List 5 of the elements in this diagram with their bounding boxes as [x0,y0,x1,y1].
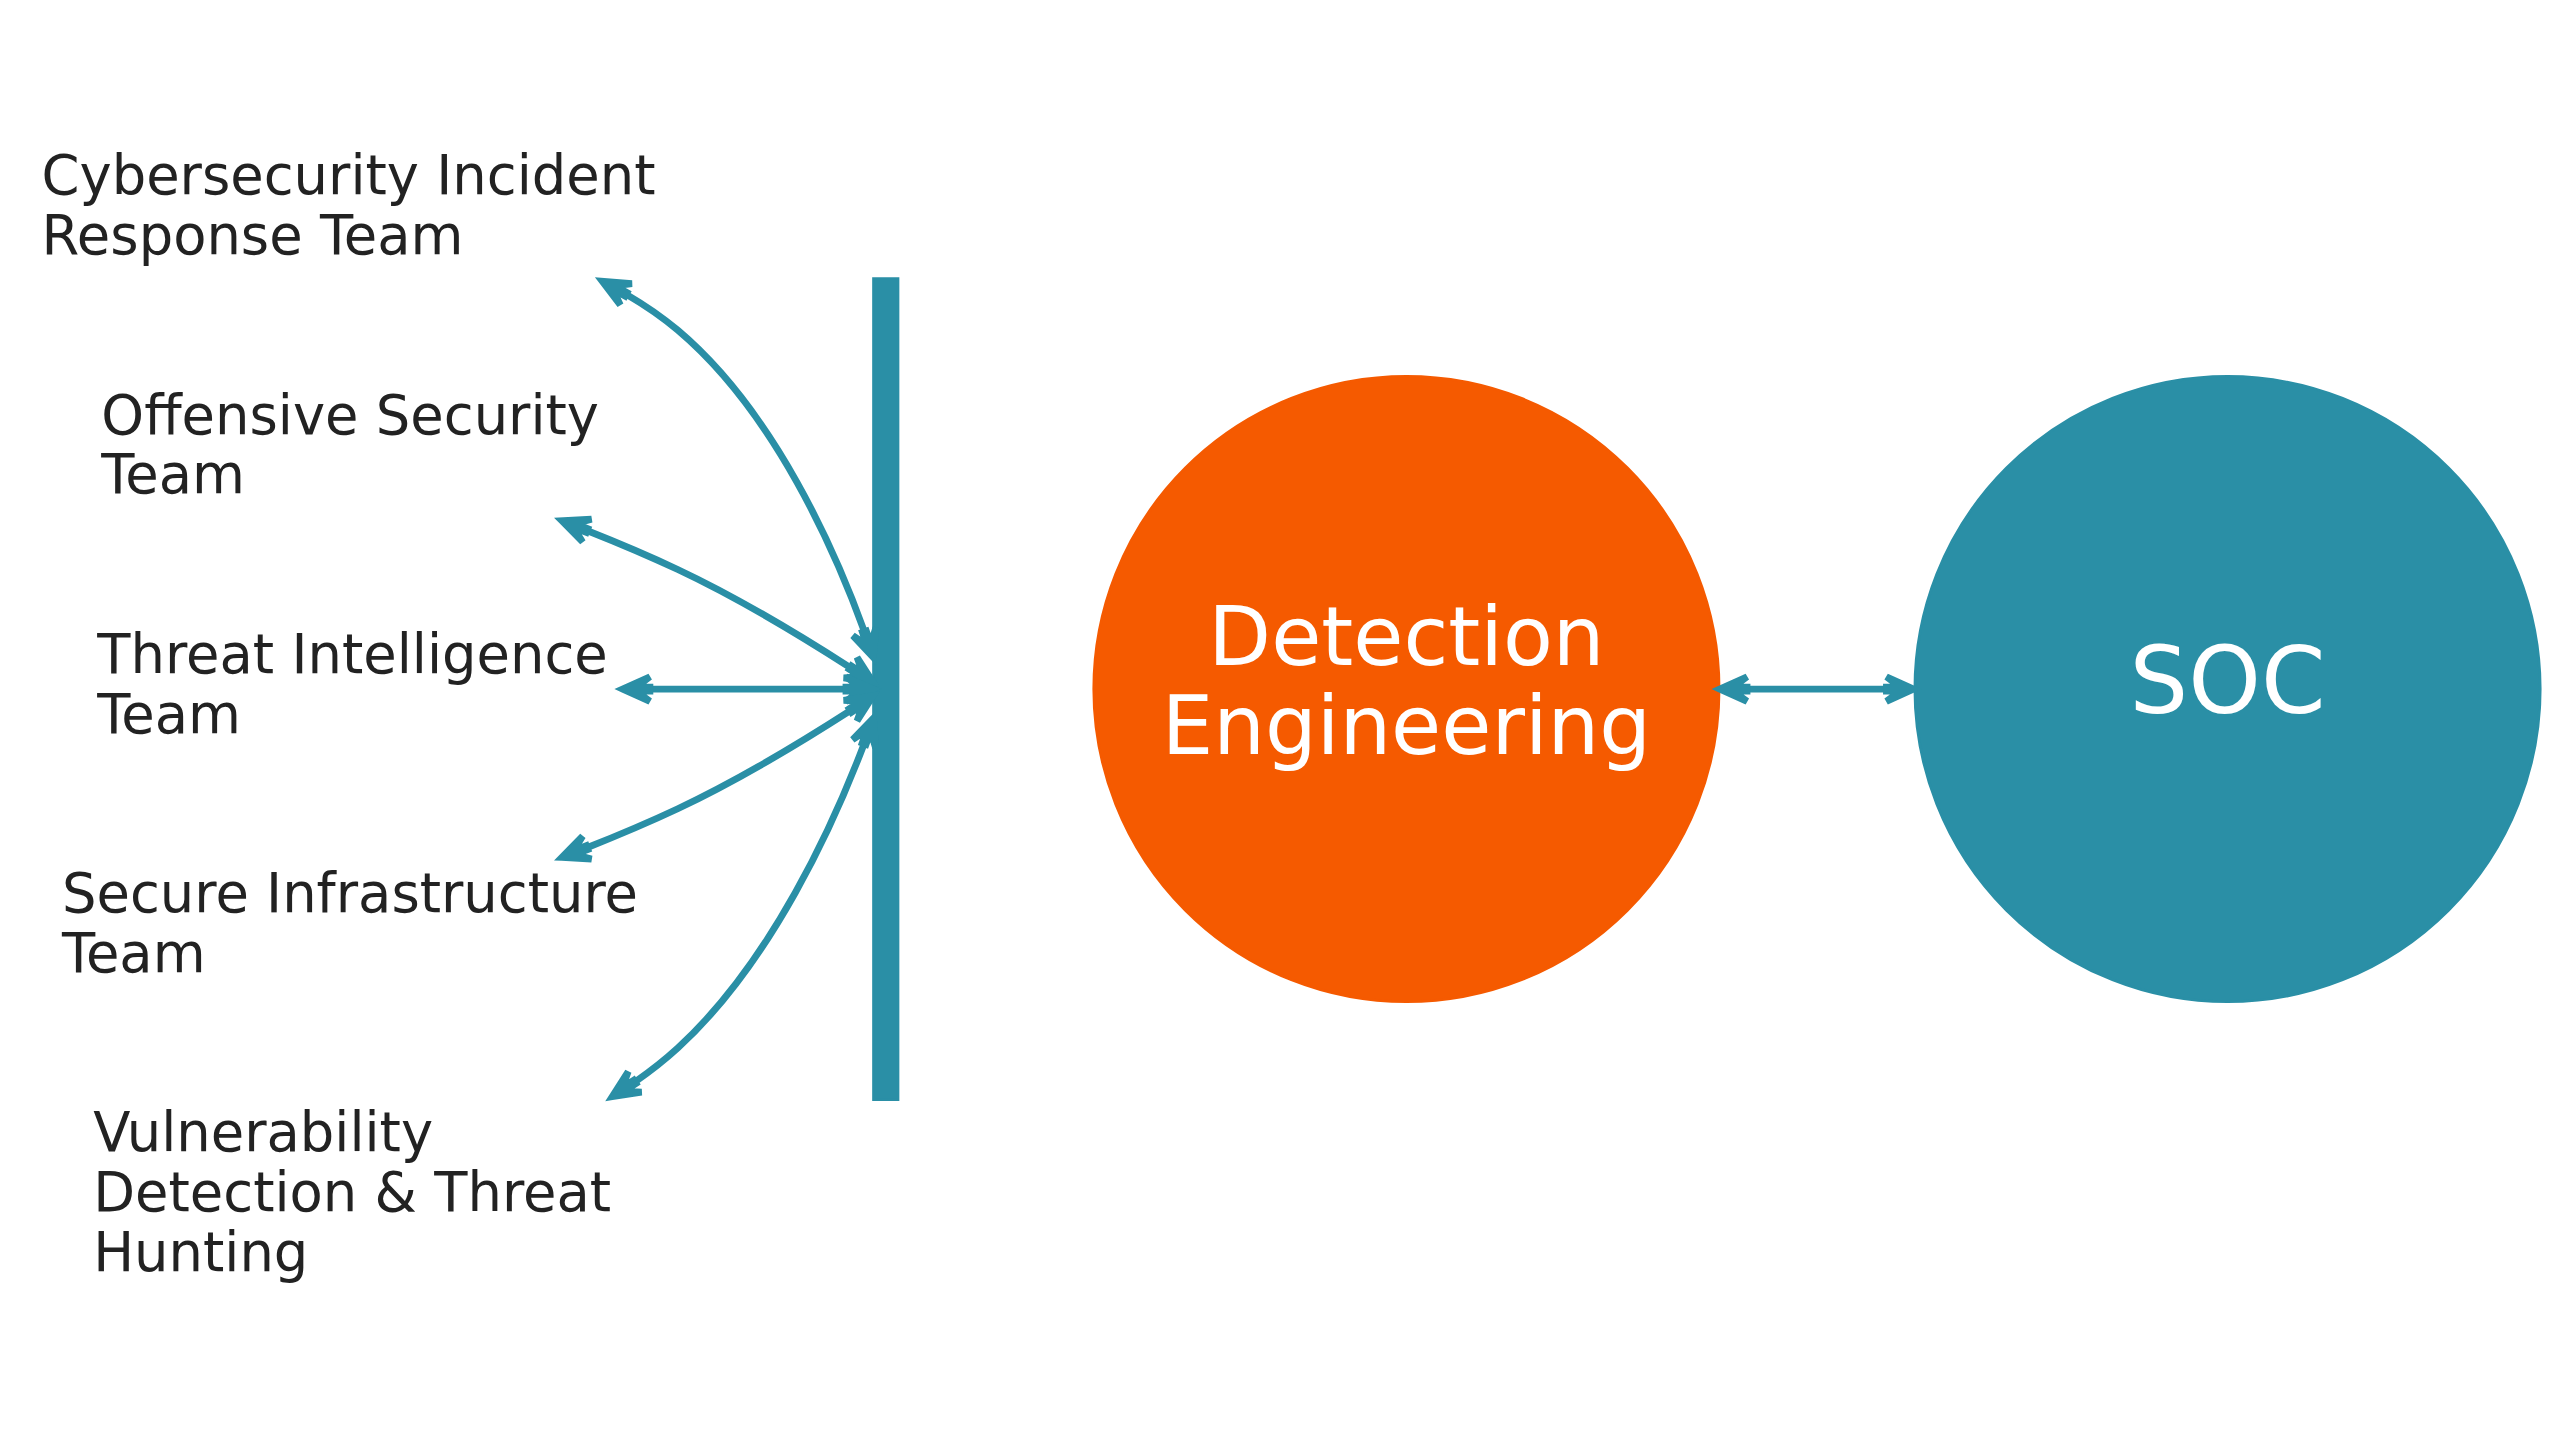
node-text: Vulnerability Detection & Threat Hunting [93,1100,612,1284]
node-text: Offensive Security Team [101,383,600,506]
node-text: Threat Intelligence Team [97,622,608,746]
node-text: Cybersecurity Incident Response Team [41,143,656,267]
node-text: Secure Infrastructure Team [61,861,639,985]
